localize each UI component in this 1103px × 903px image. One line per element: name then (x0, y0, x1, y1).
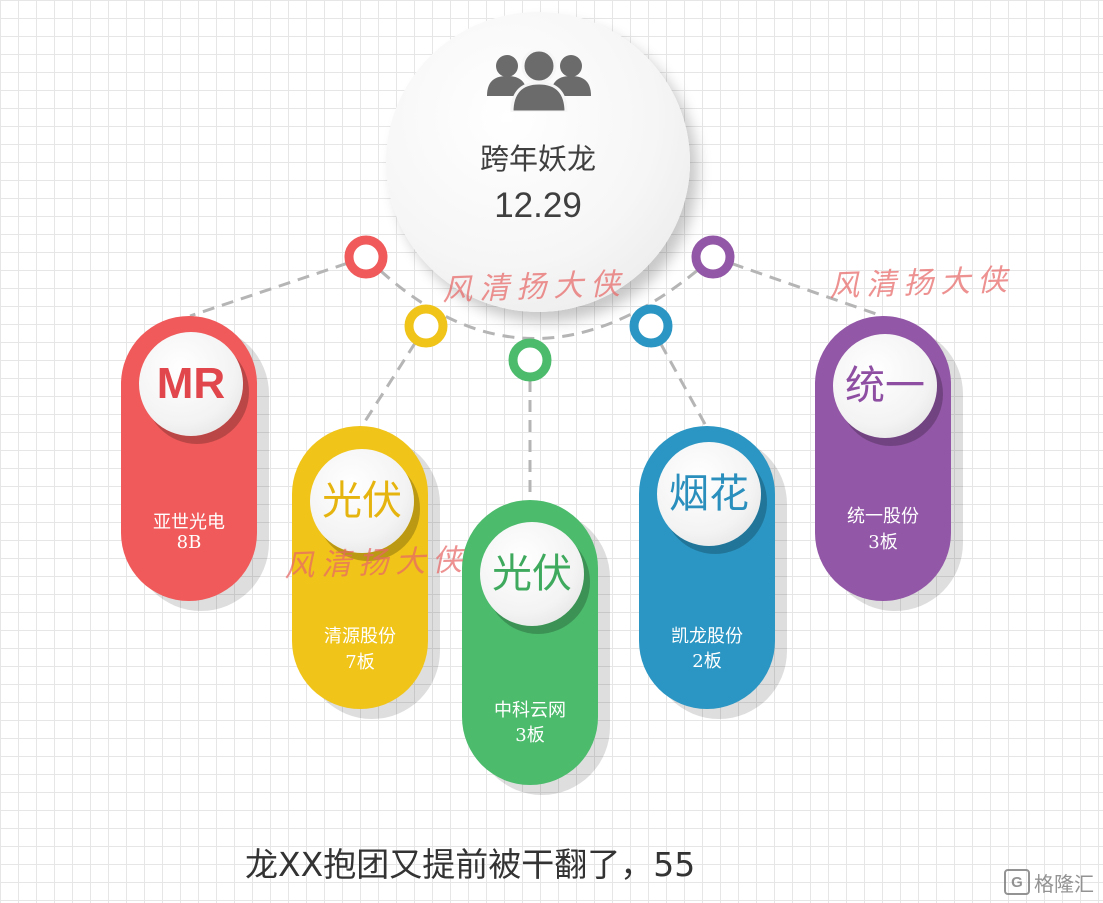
node-pill-2: 光伏 清源股份 7板 (292, 426, 428, 709)
hub-circle: 跨年妖龙 12.29 (386, 12, 690, 312)
node-pill-4: 烟花 凯龙股份 2板 (639, 426, 775, 709)
node-badge-2: 光伏 (310, 449, 414, 553)
connector-line-1 (189, 255, 367, 318)
connector-line-5 (712, 255, 883, 318)
node-name: 统一股份 (847, 506, 919, 527)
node-board-count: 3板 (868, 532, 898, 553)
connector-ring-3 (508, 338, 552, 382)
node-pill-5: 统一 统一股份 3板 (815, 316, 951, 601)
connector-ring-1 (344, 235, 388, 279)
node-name: 清源股份 (324, 626, 396, 647)
watermark-right: 风清扬大侠 (828, 262, 1015, 305)
node-badge-1: MR (139, 332, 243, 436)
connector-ring-4 (629, 304, 673, 348)
node-badge-label: 烟花 (669, 471, 749, 517)
node-board-count: 3板 (515, 725, 545, 746)
node-board-count: 7板 (345, 652, 375, 673)
node-name: 凯龙股份 (671, 626, 743, 647)
watermark-center: 风清扬大侠 (441, 266, 628, 309)
node-name: 中科云网 (494, 700, 566, 721)
caption-text: 龙XX抱团又提前被干翻了，55 (245, 845, 696, 884)
watermark-left: 风清扬大侠 (283, 542, 470, 585)
brand-logo-icon: G (1004, 869, 1030, 895)
node-name: 亚世光电 (153, 512, 225, 533)
brand-label: 格隆汇 (1034, 871, 1094, 896)
brand-watermark: G 格隆汇 (1004, 866, 1094, 898)
node-badge-label: MR (156, 359, 226, 408)
node-badge-label: 统一 (845, 363, 925, 409)
connector-ring-2 (404, 304, 448, 348)
node-board-count: 2板 (692, 651, 722, 672)
hub-date: 12.29 (494, 186, 582, 225)
node-pill-1: MR 亚世光电 8B (121, 316, 257, 601)
node-badge-label: 光伏 (492, 551, 572, 597)
node-badge-label: 光伏 (322, 478, 402, 524)
node-badge-3: 光伏 (480, 522, 584, 626)
people-group-icon (487, 50, 591, 112)
hub-title: 跨年妖龙 (479, 142, 596, 176)
node-badge-5: 统一 (833, 334, 937, 438)
connector-ring-5 (691, 235, 735, 279)
node-board-count: 8B (176, 532, 202, 553)
hub-arc-connector (364, 255, 714, 340)
node-badge-4: 烟花 (657, 442, 761, 546)
node-pill-3: 光伏 中科云网 3板 (462, 500, 598, 785)
